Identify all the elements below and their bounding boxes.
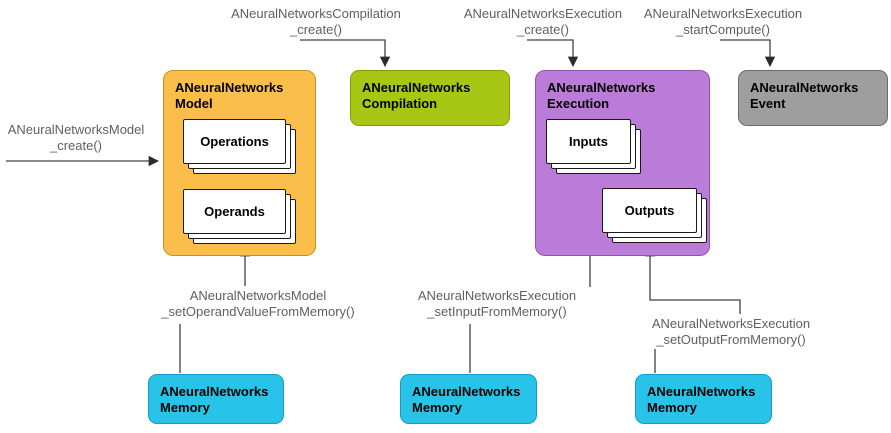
outputs-card: Outputs <box>602 188 697 233</box>
operands-stack: Operands <box>183 189 296 244</box>
label-line: ANeuralNetworksExecution <box>417 288 577 303</box>
arrow-set-output-to-outputs <box>644 245 741 314</box>
label-line: _setOutputFromMemory() <box>656 332 806 347</box>
memory-box-1: ANeuralNetworks Memory <box>148 374 284 424</box>
label-set-operand-value: ANeuralNetworksModel _setOperandValueFro… <box>158 288 358 320</box>
memory3-title-line1: ANeuralNetworks <box>647 384 756 399</box>
label-line: _create() <box>289 22 343 37</box>
memory-box-3: ANeuralNetworks Memory <box>635 374 772 424</box>
memory1-title-line2: Memory <box>160 400 210 415</box>
operations-stack: Operations <box>183 119 296 174</box>
label-line: ANeuralNetworksExecution <box>643 6 803 21</box>
label-compilation-create: ANeuralNetworksCompilation _create() <box>221 6 411 38</box>
event-box: ANeuralNetworks Event <box>738 70 888 126</box>
model-title-line1: ANeuralNetworks <box>175 80 284 95</box>
arrow-execution-create <box>527 39 579 68</box>
label-line: ANeuralNetworksModel <box>7 122 145 137</box>
execution-box-title: ANeuralNetworks Execution <box>536 71 709 121</box>
memory3-box-title: ANeuralNetworks Memory <box>636 375 771 425</box>
label-start-compute: ANeuralNetworksExecution _startCompute() <box>628 6 818 38</box>
inputs-stack: Inputs <box>546 119 641 174</box>
operands-card: Operands <box>183 189 286 234</box>
inputs-card: Inputs <box>546 119 631 164</box>
compilation-box: ANeuralNetworks Compilation <box>350 70 510 126</box>
label-line: _startCompute() <box>676 22 770 37</box>
operands-label: Operands <box>204 204 265 219</box>
operations-card: Operations <box>183 119 286 164</box>
memory1-box-title: ANeuralNetworks Memory <box>149 375 283 425</box>
label-line: ANeuralNetworksExecution <box>651 316 811 331</box>
model-title-line2: Model <box>175 96 213 111</box>
memory2-title-line2: Memory <box>412 400 462 415</box>
label-set-output: ANeuralNetworksExecution _setOutputFromM… <box>631 316 831 348</box>
label-line: _create() <box>49 138 103 153</box>
outputs-label: Outputs <box>624 203 675 218</box>
execution-title-line2: Execution <box>547 96 610 111</box>
label-line: ANeuralNetworksModel <box>189 288 327 303</box>
outputs-stack: Outputs <box>602 188 707 243</box>
memory2-title-line1: ANeuralNetworks <box>412 384 521 399</box>
event-title-line2: Event <box>750 96 786 111</box>
label-set-input: ANeuralNetworksExecution _setInputFromMe… <box>397 288 597 320</box>
memory1-title-line1: ANeuralNetworks <box>160 384 269 399</box>
label-line: _setInputFromMemory() <box>427 304 567 319</box>
arrow-compilation-create <box>300 39 391 68</box>
memory-box-2: ANeuralNetworks Memory <box>400 374 537 424</box>
inputs-label: Inputs <box>569 134 608 149</box>
label-line: _create() <box>516 22 570 37</box>
label-model-create: ANeuralNetworksModel _create() <box>0 122 152 154</box>
compilation-title-line2: Compilation <box>362 96 438 111</box>
label-line: ANeuralNetworksExecution <box>463 6 623 21</box>
execution-title-line1: ANeuralNetworks <box>547 80 656 95</box>
memory2-box-title: ANeuralNetworks Memory <box>401 375 536 425</box>
compilation-box-title: ANeuralNetworks Compilation <box>351 71 509 121</box>
operations-label: Operations <box>200 134 269 149</box>
memory3-title-line2: Memory <box>647 400 697 415</box>
event-title-line1: ANeuralNetworks <box>750 80 859 95</box>
model-box-title: ANeuralNetworks Model <box>164 71 315 121</box>
compilation-title-line1: ANeuralNetworks <box>362 80 471 95</box>
arrow-start-compute <box>720 39 776 68</box>
label-execution-create: ANeuralNetworksExecution _create() <box>448 6 638 38</box>
label-line: _setOperandValueFromMemory() <box>161 304 355 319</box>
label-line: ANeuralNetworksCompilation <box>231 6 401 21</box>
event-box-title: ANeuralNetworks Event <box>739 71 887 121</box>
